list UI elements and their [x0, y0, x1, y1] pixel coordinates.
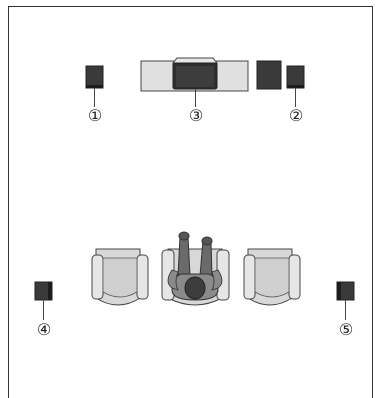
subwoofer [256, 60, 282, 90]
label-speaker-5: ⑤ [338, 320, 354, 339]
speaker-2 [286, 65, 305, 107]
speaker-4 [34, 281, 53, 320]
speaker-5 [336, 281, 355, 320]
speaker-1 [85, 65, 104, 107]
armchair-left [91, 248, 149, 306]
label-speaker-1: ① [87, 106, 103, 125]
tv-base [171, 57, 219, 64]
diagram-border [8, 6, 373, 398]
label-speaker-4: ④ [36, 320, 52, 339]
seated-person [167, 231, 223, 301]
armchair-right [243, 248, 301, 306]
label-speaker-2: ② [288, 106, 304, 125]
label-tv: ③ [188, 106, 204, 125]
tv-screen-front [176, 66, 214, 87]
